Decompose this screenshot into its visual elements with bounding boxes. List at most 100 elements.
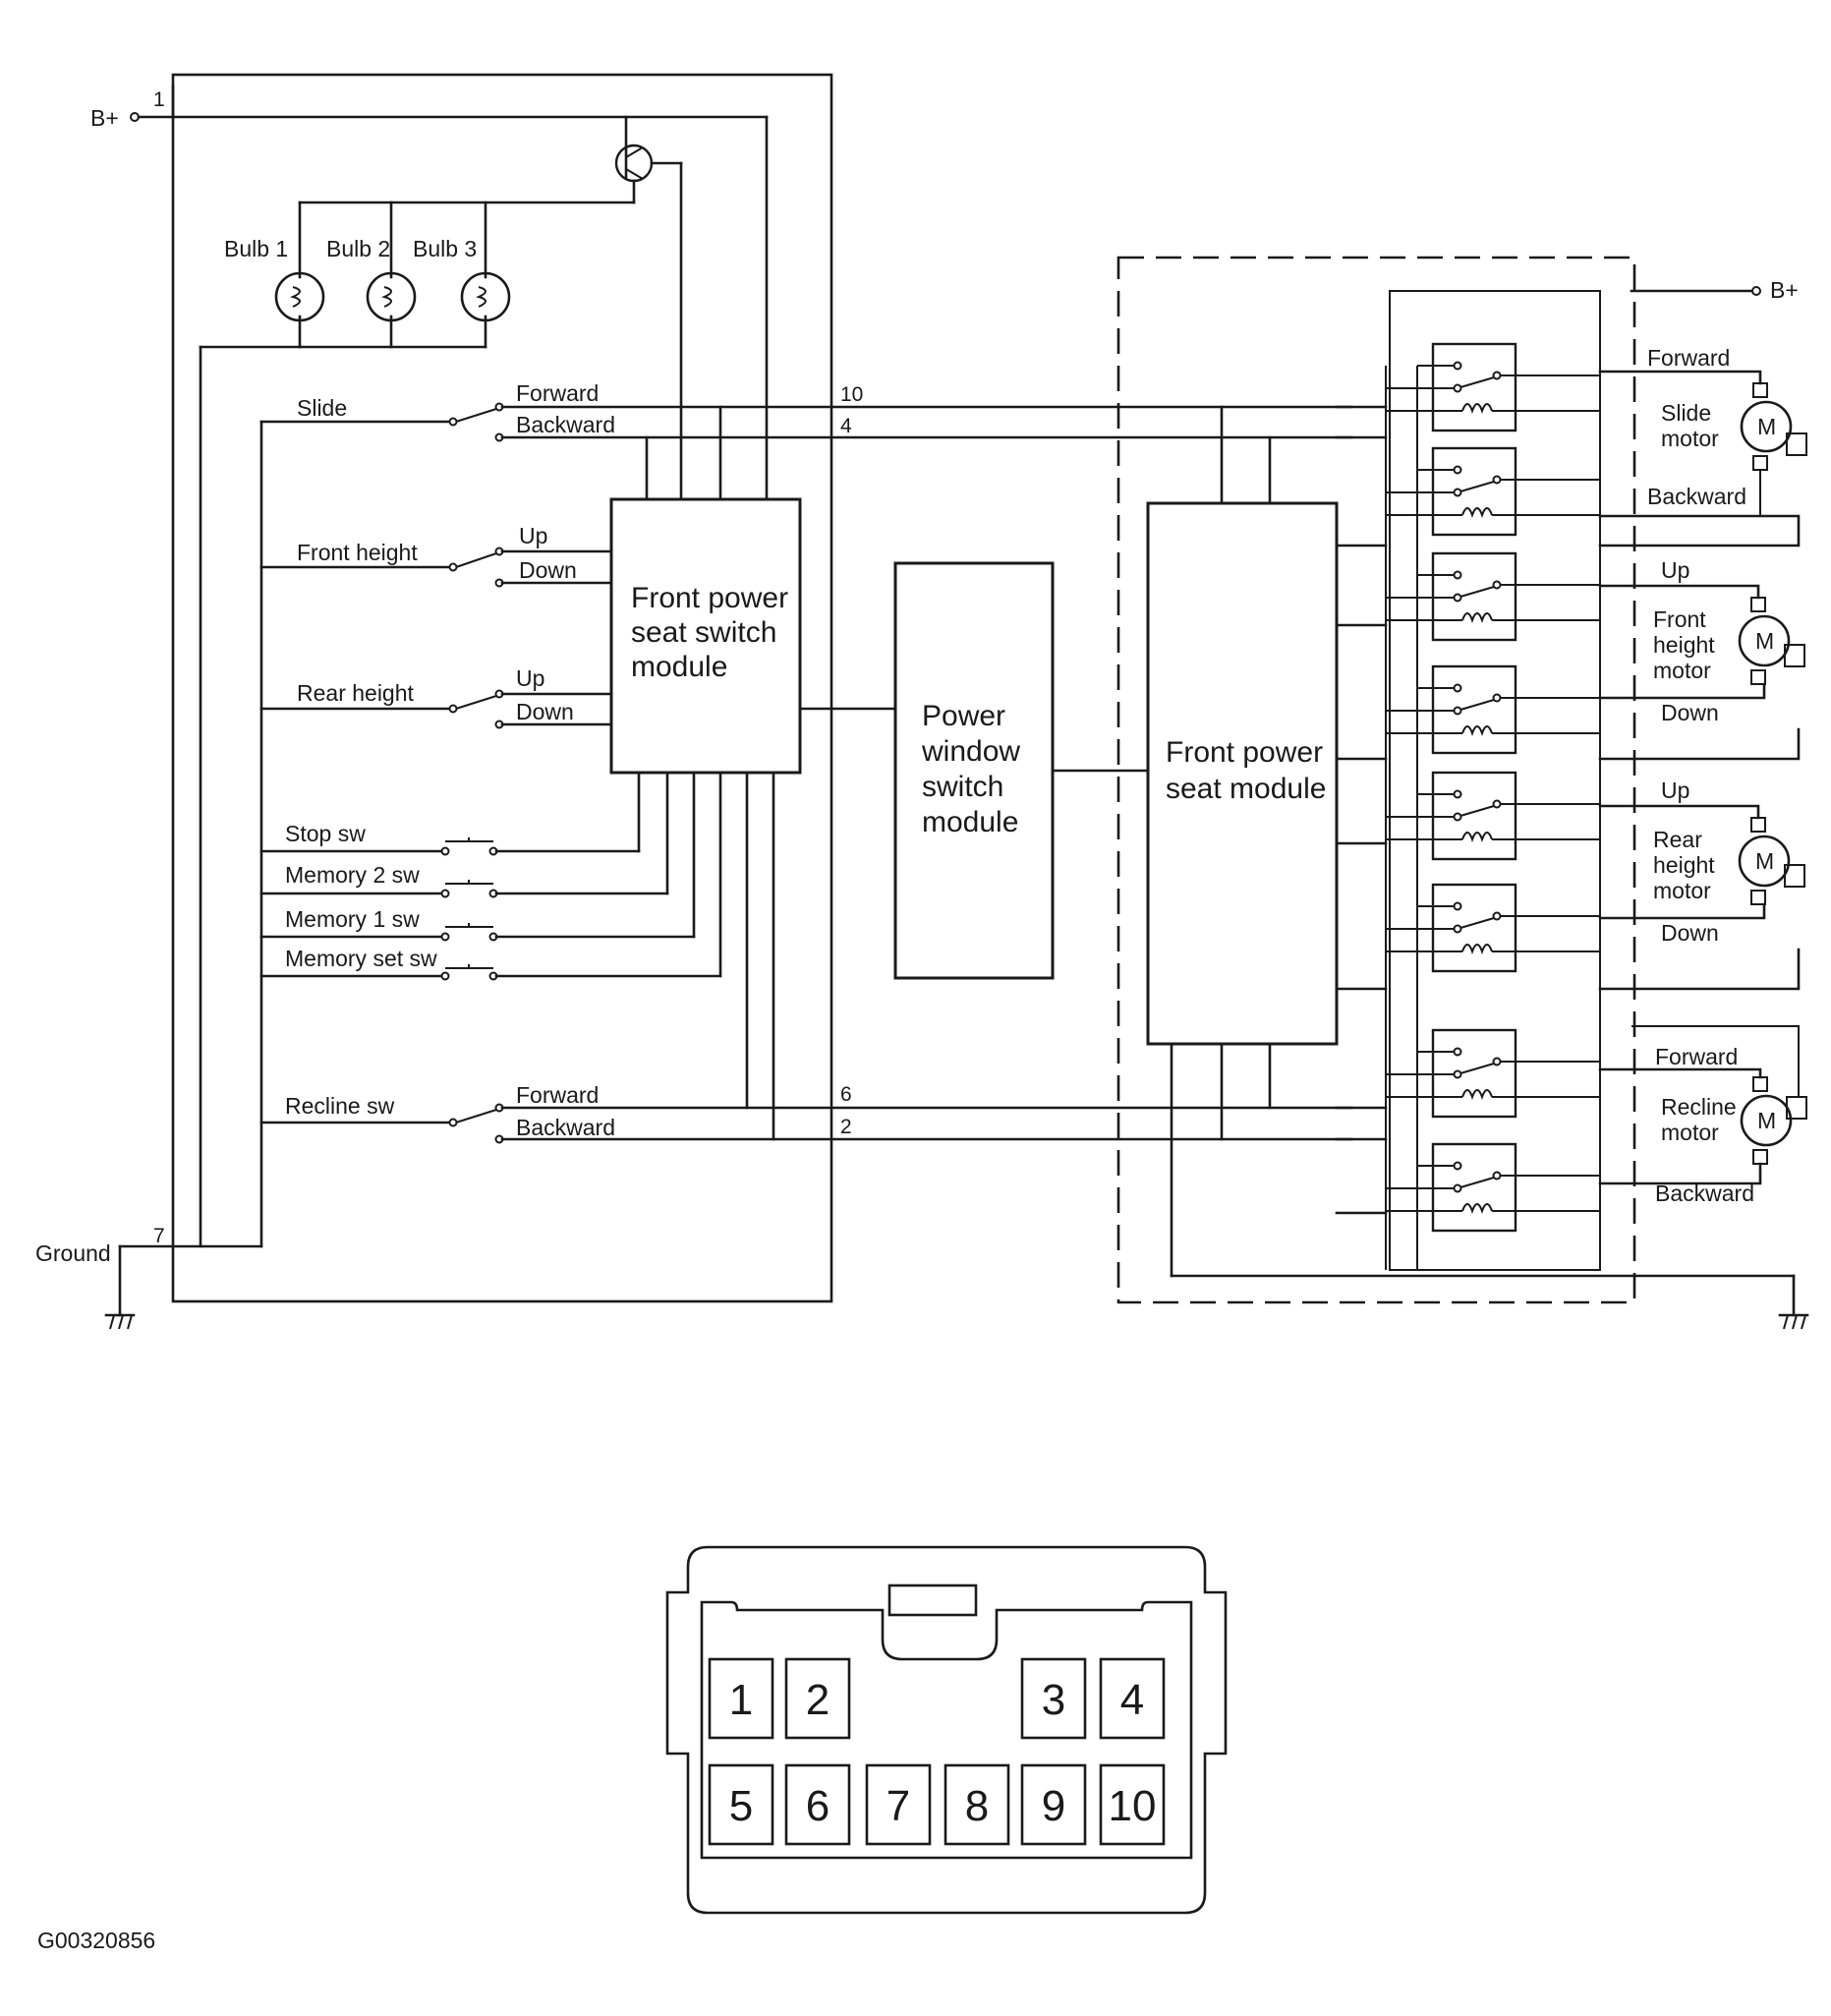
connector-pin-3 [1020,1657,1087,1740]
rear-height-label: Rear height [297,680,415,706]
recline-motor: Forward Recline motor Backward M [1598,1025,1807,1206]
front-height-motor-down-label: Down [1661,700,1719,725]
connector-pin-9-label: 9 [1042,1782,1065,1830]
front-power-seat-module [1146,501,1339,1046]
memory-1-switch-label: Memory 1 sw [285,906,420,932]
connector-pin-8-label: 8 [965,1782,989,1830]
slide-forward-label: Forward [516,380,599,406]
rear-height-motor: Up Rear height motor Down M [1598,778,1805,991]
bulb-3-label: Bulb 3 [413,236,477,261]
connector-pin-1-label: 1 [729,1676,753,1724]
seat-module-label-2: seat module [1166,773,1326,805]
front-height-switch: Front height Up Down [259,523,613,588]
slide-motor-name-1: Slide [1661,400,1711,426]
pin-2-label: 2 [840,1116,852,1138]
switch-assembly: B+ 1 Bulb 1 [35,73,1353,1330]
rear-height-motor-up-label: Up [1661,778,1689,803]
pin-6-label: 6 [840,1083,852,1106]
recline-motor-backward-label: Backward [1655,1181,1754,1206]
bulb-1-label: Bulb 1 [224,236,288,261]
rear-height-motor-name-3: motor [1653,878,1711,903]
connector-pin-6-label: 6 [806,1782,830,1830]
recline-switch-label: Recline sw [285,1093,395,1119]
memory-set-switch-label: Memory set sw [285,946,437,971]
seat-module-assembly: B+ Front power seat module Forward Slide… [1116,256,1809,1330]
rear-height-down-label: Down [516,699,574,724]
window-module-label-2: window [921,735,1020,768]
bulb-1: Bulb 1 [224,236,325,322]
slide-switch: Slide Forward Backward 10 4 [259,380,1353,442]
seat-module-label-1: Front power [1166,736,1323,769]
rear-height-switch: Rear height Up Down [259,665,613,729]
rear-height-motor-name-2: height [1653,852,1715,878]
connector-pin-9 [1020,1763,1087,1846]
pin-10-label: 10 [840,383,863,406]
connector-pin-6 [784,1763,851,1846]
slide-backward-label: Backward [516,412,615,437]
connector-pin-4 [1099,1657,1166,1740]
pin-7-label: 7 [153,1225,165,1247]
bulb-2: Bulb 2 [326,236,417,322]
transistor-symbol [614,115,683,501]
slide-motor-forward-label: Forward [1647,345,1730,371]
switch-assembly-housing [171,73,833,1303]
recline-switch: Recline sw Forward Backward 6 2 [259,1082,1353,1144]
stop-switch-label: Stop sw [285,821,366,846]
b-plus-label: B+ [90,105,119,131]
slide-label: Slide [297,395,347,421]
bulb-2-label: Bulb 2 [326,236,390,261]
pin-4-label: 4 [840,415,852,437]
window-module-label-3: switch [922,771,1003,803]
slide-motor: Forward Slide motor Backward M [1598,345,1807,547]
stop-switch: Stop sw [259,771,641,856]
front-height-label: Front height [297,540,418,565]
connector-pin-10 [1099,1763,1166,1846]
front-height-motor-up-label: Up [1661,557,1689,583]
bulb-3: Bulb 3 [413,236,511,322]
rear-height-motor-m: M [1755,848,1774,874]
rear-height-motor-down-label: Down [1661,920,1719,946]
front-height-motor-name-2: height [1653,632,1715,658]
connector-pin-8 [944,1763,1010,1846]
switch-module-label-2: seat switch [631,616,776,649]
switch-module-label-3: module [631,651,727,683]
window-module-label-4: module [922,806,1018,838]
connector-pin-2-label: 2 [806,1676,830,1724]
memory-2-switch-label: Memory 2 sw [285,862,420,888]
connector-pin-3-label: 3 [1042,1676,1065,1724]
connector-pin-10-label: 10 [1109,1782,1157,1830]
relay-group [1335,342,1600,1270]
slide-motor-backward-label: Backward [1647,484,1746,509]
connector-pin-2 [784,1657,851,1740]
rear-height-motor-name-1: Rear [1653,827,1702,852]
front-height-up-label: Up [519,523,547,548]
front-height-down-label: Down [519,557,577,583]
connector-pin-5-label: 5 [729,1782,753,1830]
recline-motor-m: M [1757,1108,1776,1133]
slide-motor-m: M [1757,414,1776,439]
recline-motor-forward-label: Forward [1655,1044,1738,1069]
connector-pin-7 [865,1763,932,1846]
power-window-switch-module [893,561,1055,980]
connector-pin-1 [708,1657,774,1740]
switch-module-label-1: Front power [631,582,788,614]
memory-1-switch: Memory 1 sw [259,771,696,942]
connector-pin-5 [708,1763,774,1846]
front-height-motor-m: M [1755,628,1774,654]
recline-backward-label: Backward [516,1115,615,1140]
front-height-motor-name-1: Front [1653,606,1706,632]
front-height-motor-name-3: motor [1653,658,1711,683]
memory-set-switch: Memory set sw [259,771,722,981]
memory-2-switch: Memory 2 sw [259,771,669,898]
front-height-motor: Up Front height motor Down M [1598,557,1805,761]
pin-1-label: 1 [153,88,165,111]
ground-symbol-right [1778,1313,1809,1330]
slide-motor-name-2: motor [1661,426,1719,451]
recline-motor-name-1: Recline [1661,1094,1737,1120]
front-power-seat-switch-module [609,497,802,775]
connector-pin-7-label: 7 [887,1782,910,1830]
connector-latch [887,1584,978,1617]
